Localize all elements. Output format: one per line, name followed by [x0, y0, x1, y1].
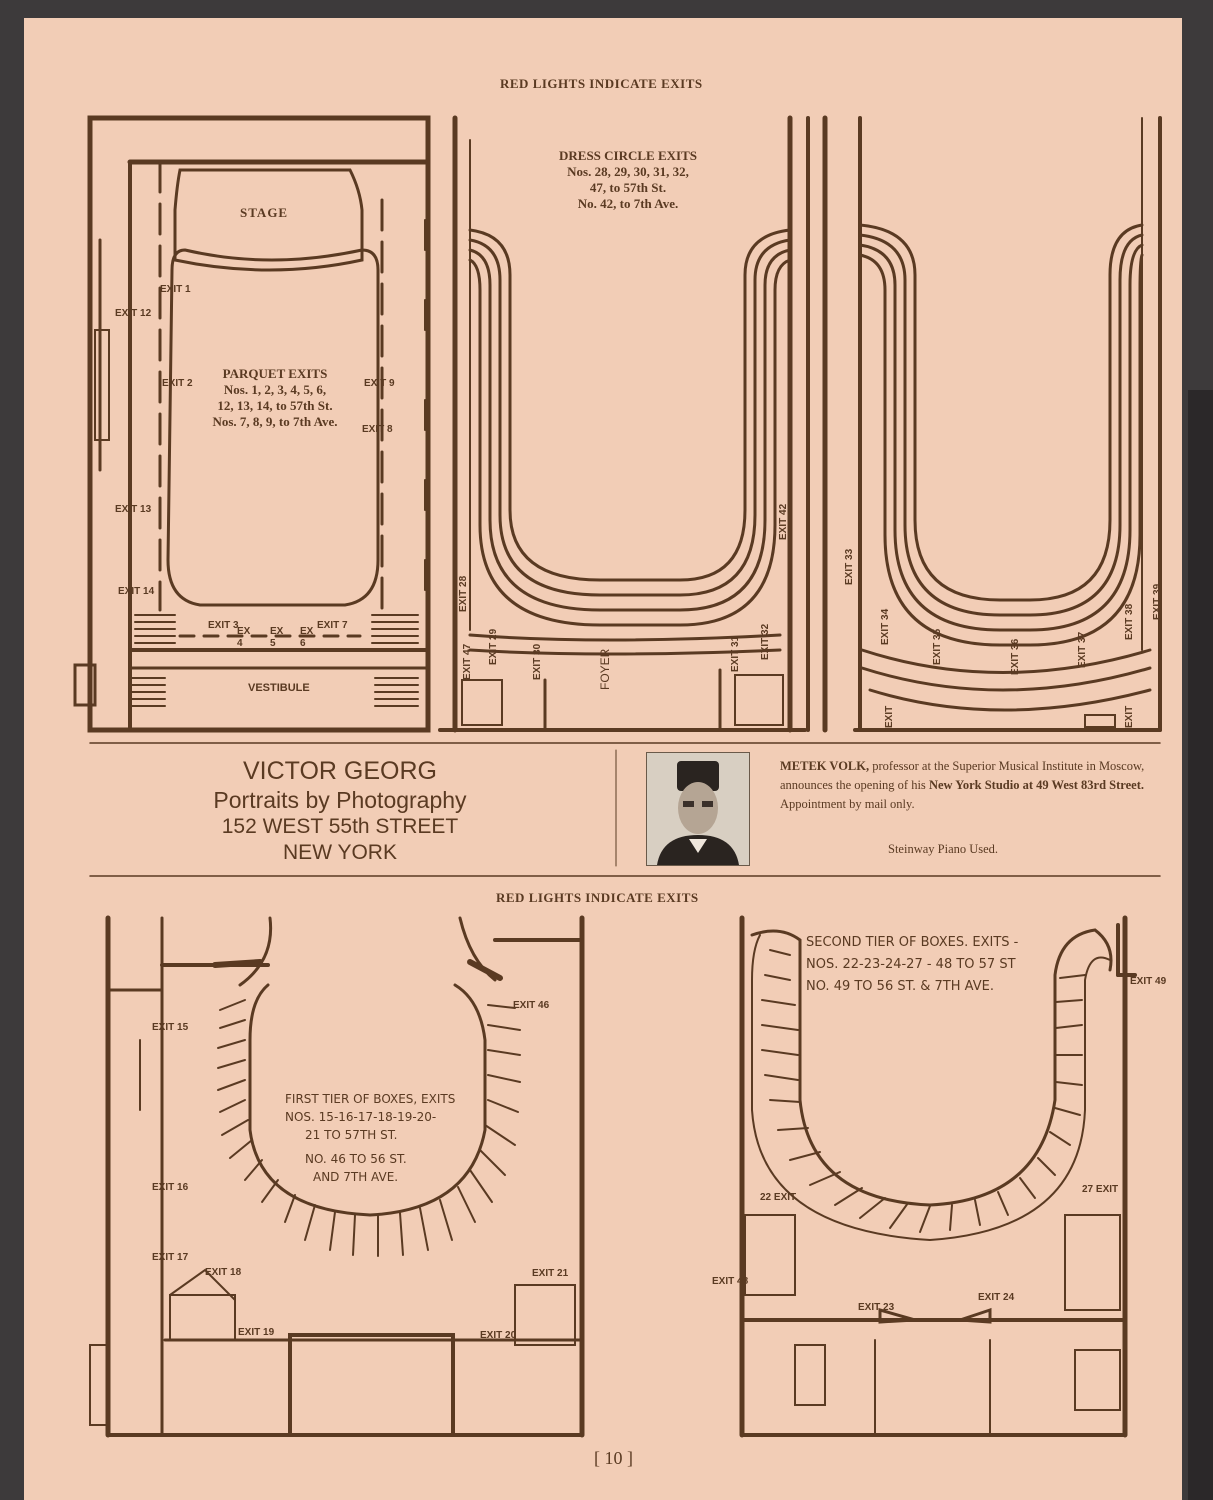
exit-6-label: 6: [300, 638, 306, 649]
exit-34-label: EXIT 34: [880, 608, 891, 645]
exit-46-label: EXIT 46: [513, 1000, 550, 1011]
exit-15-label: EXIT 15: [152, 1022, 189, 1033]
second-tier-line2: NO. 49 TO 56 ST. & 7TH AVE.: [806, 979, 994, 994]
header-bottom: RED LIGHTS INDICATE EXITS: [496, 890, 699, 905]
metek-volk-ad: METEK VOLK, professor at the Superior Mu…: [780, 757, 1165, 814]
first-tier-line4: AND 7TH AVE.: [313, 1170, 399, 1184]
second-tier-title: SECOND TIER OF BOXES. EXITS -: [806, 935, 1019, 950]
vestibule-label: VESTIBULE: [248, 682, 310, 694]
exit-28-label: EXIT 28: [458, 575, 469, 612]
exit-balcony-left-label: EXIT: [884, 706, 895, 728]
exit-42-label: EXIT 42: [778, 503, 789, 540]
parquet-plan: [73, 115, 431, 733]
exit-30-label: EXIT 30: [532, 643, 543, 680]
stage-label: STAGE: [240, 205, 289, 220]
portrait-photo: [646, 752, 750, 866]
exit-balcony-right-label: EXIT: [1124, 706, 1135, 728]
first-tier-line1: NOS. 15-16-17-18-19-20-: [285, 1110, 437, 1124]
first-tier-plan: [89, 915, 585, 1438]
balcony-plan: [822, 115, 1162, 733]
exit-13-label: EXIT 13: [115, 504, 152, 515]
dress-circle-line3: No. 42, to 7th Ave.: [577, 196, 679, 211]
parquet-line1: Nos. 1, 2, 3, 4, 5, 6,: [223, 382, 327, 397]
dress-circle-plan: [438, 115, 810, 733]
dress-circle-title: DRESS CIRCLE EXITS: [559, 148, 697, 163]
volk-name: METEK VOLK,: [780, 759, 870, 773]
exit-29-label: EXIT 29: [488, 628, 499, 665]
exit-2-label: EXIT 2: [162, 378, 193, 389]
steinway-note: Steinway Piano Used.: [888, 842, 999, 856]
georg-city: NEW YORK: [283, 841, 397, 864]
exit-12-label: EXIT 12: [115, 308, 152, 319]
exit-9-label: EXIT 9: [364, 378, 395, 389]
exit-37-label: EXIT 37: [1077, 631, 1088, 668]
exit-35-label: EXIT 35: [932, 628, 943, 665]
foyer-label: FOYER: [598, 648, 612, 690]
georg-tagline: Portraits by Photography: [213, 787, 467, 813]
first-tier-line3: NO. 46 TO 56 ST.: [305, 1152, 407, 1166]
first-tier-note: FIRST TIER OF BOXES, EXITS NOS. 15-16-17…: [285, 1090, 455, 1186]
exit-22-label: 22 EXIT: [760, 1192, 796, 1203]
exit-38-label: EXIT 38: [1124, 603, 1135, 640]
exit-5-label: 5: [270, 638, 276, 649]
volk-studio: New York Studio at 49 West 83rd Street.: [928, 778, 1144, 792]
book-binding: [1188, 390, 1213, 1500]
exit-1-label: EXIT 1: [160, 284, 191, 295]
ex-label-4: EX: [237, 626, 251, 637]
exit-39-label: EXIT 39: [1152, 583, 1163, 620]
second-tier-line1: NOS. 22-23-24-27 - 48 TO 57 ST: [806, 957, 1016, 972]
dress-circle-line2: 47, to 57th St.: [589, 180, 667, 195]
parquet-line2: 12, 13, 14, to 57th St.: [217, 398, 333, 413]
ex-label-6: EX: [300, 626, 314, 637]
page-number: [ 10 ]: [594, 1448, 633, 1468]
exit-20-label: EXIT 20: [480, 1330, 517, 1341]
victor-georg-ad: VICTOR GEORG Portraits by Photography 15…: [150, 756, 530, 866]
exit-33-label: EXIT 33: [844, 548, 855, 585]
exit-3-label: EXIT 3: [208, 620, 239, 631]
header-top: RED LIGHTS INDICATE EXITS: [500, 76, 703, 91]
exit-47-label: EXIT 47: [462, 643, 473, 680]
exit-7-label: EXIT 7: [317, 620, 348, 631]
exit-32-label: EXIT 32: [760, 623, 771, 660]
exit-23-label: EXIT 23: [858, 1302, 895, 1313]
parquet-exits-note: PARQUET EXITS Nos. 1, 2, 3, 4, 5, 6, 12,…: [180, 366, 370, 430]
exit-16-label: EXIT 16: [152, 1182, 189, 1193]
portrait-image: [647, 753, 749, 865]
exit-21-label: EXIT 21: [532, 1268, 569, 1279]
exit-31-label: EXIT 31: [730, 635, 741, 672]
georg-address: 152 WEST 55th STREET: [221, 815, 459, 838]
exit-14-label: EXIT 14: [118, 586, 155, 597]
program-page: [24, 18, 1182, 1500]
exit-17-label: EXIT 17: [152, 1252, 189, 1263]
dress-circle-line1: Nos. 28, 29, 30, 31, 32,: [567, 164, 689, 179]
exit-4-label: 4: [237, 638, 243, 649]
dress-circle-note: DRESS CIRCLE EXITS Nos. 28, 29, 30, 31, …: [528, 148, 728, 212]
first-tier-line2: 21 TO 57TH ST.: [305, 1128, 398, 1142]
exit-36-label: EXIT 36: [1010, 638, 1021, 675]
exit-48-label: EXIT 48: [712, 1276, 749, 1287]
parquet-line3: Nos. 7, 8, 9, to 7th Ave.: [212, 414, 338, 429]
volk-text1: professor at the Superior Musical Instit…: [780, 759, 1145, 792]
exit-18-label: EXIT 18: [205, 1267, 242, 1278]
ex-label-5: EX: [270, 626, 284, 637]
volk-text2: Appointment by mail only.: [780, 797, 915, 811]
exit-49-label: EXIT 49: [1130, 976, 1167, 987]
second-tier-note: SECOND TIER OF BOXES. EXITS - NOS. 22-23…: [806, 932, 1018, 998]
parquet-title: PARQUET EXITS: [222, 366, 328, 381]
exit-27-label: 27 EXIT: [1082, 1184, 1118, 1195]
exit-19-label: EXIT 19: [238, 1327, 275, 1338]
exit-8-label: EXIT 8: [362, 424, 393, 435]
first-tier-title: FIRST TIER OF BOXES, EXITS: [285, 1092, 456, 1106]
second-tier-plan: [739, 915, 1137, 1438]
georg-name: VICTOR GEORG: [242, 757, 437, 785]
exit-24-label: EXIT 24: [978, 1292, 1015, 1303]
